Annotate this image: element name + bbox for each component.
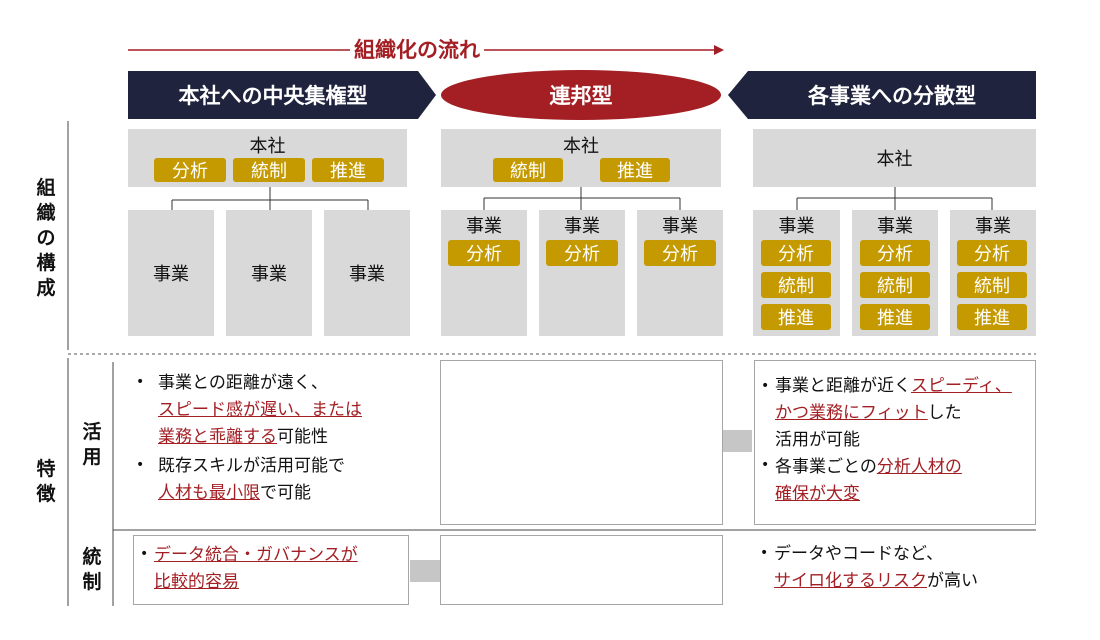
central-control-l1: データ統合・ガバナンスが (154, 545, 358, 565)
distributed-biz-box: 事業 分析 統制 推進 (753, 210, 840, 336)
distributed-biz-tag-control: 統制 (860, 272, 930, 298)
distributed-usage-b2-l2: 確保が大変 (775, 484, 860, 504)
federal-biz-label: 事業 (564, 216, 600, 237)
federal-hq-tag-promotion: 推進 (600, 158, 670, 182)
distributed-biz-tag-analysis: 分析 (860, 240, 930, 266)
central-biz-label: 事業 (153, 264, 189, 285)
distributed-biz-tag-analysis: 分析 (761, 240, 831, 266)
federal-biz-tag-analysis: 分析 (448, 240, 520, 266)
header-distributed: 各事業への分散型 (808, 84, 976, 108)
distributed-biz-label: 事業 (975, 216, 1011, 237)
federal-control-box (440, 535, 723, 605)
central-usage-b1-l3a: 業務と乖離する (158, 427, 277, 447)
central-biz-box: 事業 (128, 210, 214, 336)
distributed-biz-tag-analysis: 分析 (957, 240, 1027, 266)
central-hq-box: 本社 分析 統制 推進 (128, 129, 407, 187)
central-hq-tag-analysis: 分析 (154, 158, 226, 182)
central-usage-b1-l3b: 可能性 (277, 427, 328, 447)
distributed-usage-b1-l2a: かつ業務にフィット (775, 403, 928, 423)
central-hq-tag-control: 統制 (233, 158, 305, 182)
central-usage-b1-l2: スピード感が遅い、または (158, 400, 362, 420)
federal-biz-box: 事業 分析 (539, 210, 625, 336)
distributed-biz-label: 事業 (778, 216, 815, 237)
distributed-control-l1: データやコードなど、 (774, 544, 944, 564)
federal-biz-box: 事業 分析 (637, 210, 723, 336)
distributed-control-text: • データやコードなど、 サイロ化するリスクが高い (754, 535, 1036, 605)
central-hq-label: 本社 (249, 136, 286, 157)
bullet-icon: • (761, 457, 770, 473)
distributed-usage-box: • 事業と距離が近くスピーディ、 かつ業務にフィットした 活用が可能 • 各事業… (754, 360, 1036, 525)
central-biz-box: 事業 (324, 210, 410, 336)
central-usage-b2-l1: 既存スキルが活用可能で (158, 456, 345, 476)
bullet-icon: • (140, 546, 149, 562)
distributed-usage-b1-l2b: した (927, 403, 962, 423)
central-biz-label: 事業 (251, 264, 287, 285)
distributed-usage-b1-l3: 活用が可能 (775, 430, 860, 450)
distributed-control-l2a: サイロ化するリスク (774, 571, 927, 591)
distributed-biz-label: 事業 (877, 216, 913, 237)
bullet-icon: • (761, 378, 770, 394)
row-label-structure: 組織の構成 (36, 177, 56, 299)
flow-arrow-head (714, 45, 724, 55)
distributed-biz-tag-control: 統制 (957, 272, 1027, 298)
header-central: 本社への中央集権型 (178, 84, 368, 108)
federal-biz-label: 事業 (466, 216, 502, 237)
federal-hq-label: 本社 (563, 136, 599, 157)
bullet-icon: • (136, 457, 145, 473)
central-usage-b1-l1: 事業との距離が遠く、 (158, 373, 328, 393)
central-control-l2: 比較的容易 (154, 572, 239, 592)
federal-biz-box: 事業 分析 (441, 210, 527, 336)
distributed-control-l2b: が高い (927, 571, 978, 591)
federal-biz-label: 事業 (662, 216, 698, 237)
central-biz-box: 事業 (226, 210, 312, 336)
federal-hq-box: 本社 統制 推進 (441, 129, 721, 187)
distributed-biz-tag-control: 統制 (761, 272, 831, 298)
distributed-biz-box: 事業 分析 統制 推進 (950, 210, 1036, 336)
federal-biz-tag-analysis: 分析 (546, 240, 618, 266)
distributed-biz-tag-promotion: 推進 (860, 304, 930, 330)
row-label-usage: 活用 (82, 421, 102, 468)
federal-hq-tag-control: 統制 (493, 158, 563, 182)
central-usage-text: • 事業との距離が遠く、 スピード感が遅い、または 業務と乖離する可能性 • 既… (120, 368, 420, 518)
distributed-usage-b1-l1b: スピーディ、 (911, 376, 1012, 396)
central-control-box: • データ統合・ガバナンスが 比較的容易 (133, 535, 409, 605)
header-distributed-shape (728, 71, 1036, 119)
distributed-biz-tag-promotion: 推進 (957, 304, 1027, 330)
central-hq-tag-promotion: 推進 (312, 158, 384, 182)
distributed-hq-box: 本社 (753, 129, 1036, 187)
central-usage-b2-l2b: で可能 (260, 483, 311, 503)
distributed-biz-tag-promotion: 推進 (761, 304, 831, 330)
header-federal: 連邦型 (549, 84, 613, 108)
header-federal-shape (441, 70, 721, 120)
distributed-hq-label: 本社 (876, 149, 913, 170)
row-label-control: 統制 (82, 546, 102, 593)
bullet-icon: • (136, 374, 145, 390)
flow-title: 組織化の流れ (350, 37, 484, 63)
distributed-usage-b2-l1b: 分析人材の (876, 457, 962, 477)
central-biz-label: 事業 (349, 264, 385, 285)
federal-biz-tag-analysis: 分析 (644, 240, 716, 266)
distributed-usage-b2-l1a: 各事業ごとの (775, 457, 877, 477)
distributed-usage-b1-l1a: 事業と距離が近く (775, 376, 911, 396)
header-central-shape (128, 71, 436, 119)
central-usage-b2-l2a: 人材も最小限 (158, 483, 260, 503)
federal-usage-box (440, 360, 723, 525)
row-label-features: 特徴 (36, 458, 56, 505)
bullet-icon: • (760, 545, 769, 561)
distributed-biz-box: 事業 分析 統制 推進 (852, 210, 938, 336)
